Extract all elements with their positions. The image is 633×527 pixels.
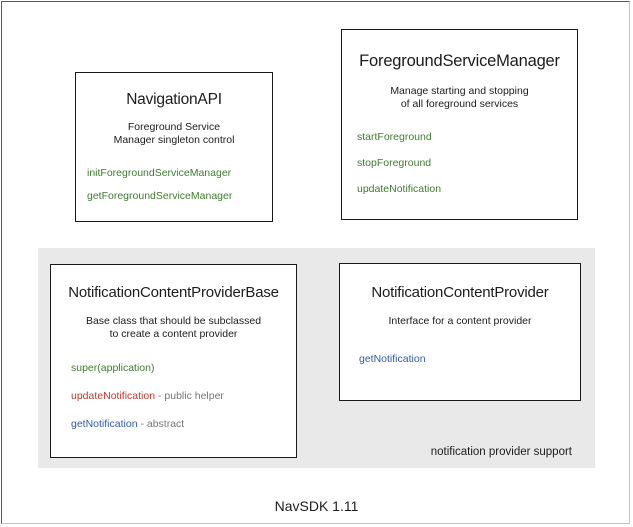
class-description-line: to create a content provider: [109, 328, 238, 340]
class-member[interactable]: getForegroundServiceManager: [87, 190, 272, 203]
class-member-label: updateNotification: [71, 390, 156, 402]
class-description-line: of all foreground services: [400, 98, 519, 110]
class-member[interactable]: updateNotification: [357, 183, 577, 196]
class-member[interactable]: startForeground: [357, 131, 577, 144]
class-member[interactable]: initForegroundServiceManager: [87, 167, 272, 180]
class-description-notification-content-provider: Interface for a content provider: [340, 315, 580, 328]
class-members-foreground-service-manager: startForeground stopForeground updateNot…: [342, 131, 577, 196]
class-title-foreground-service-manager: ForegroundServiceManager: [359, 52, 560, 70]
class-box-notification-content-provider[interactable]: NotificationContentProvider Interface fo…: [339, 263, 581, 401]
class-description-line: Interface for a content provider: [388, 315, 532, 327]
class-description-notification-content-provider-base: Base class that should be subclassed to …: [51, 315, 296, 341]
class-box-notification-content-provider-base[interactable]: NotificationContentProviderBase Base cla…: [50, 264, 297, 458]
class-member[interactable]: super(application): [71, 362, 296, 375]
class-member[interactable]: getNotification: [359, 353, 580, 366]
class-member-label: getNotification: [359, 353, 426, 365]
class-member-label: stopForeground: [357, 157, 432, 169]
class-description-line: Base class that should be subclassed: [85, 315, 262, 327]
class-members-notification-content-provider: getNotification: [340, 353, 580, 366]
class-description-line: Manager singleton control: [113, 134, 235, 146]
class-description-line: Foreground Service: [127, 121, 221, 133]
class-box-foreground-service-manager[interactable]: ForegroundServiceManager Manage starting…: [341, 29, 578, 220]
class-members-notification-content-provider-base: super(application) updateNotification - …: [51, 362, 296, 431]
class-member[interactable]: updateNotification - public helper: [71, 390, 296, 403]
class-member-label: startForeground: [357, 131, 432, 143]
class-member-label: initForegroundServiceManager: [87, 167, 232, 179]
class-description-navigation-api: Foreground Service Manager singleton con…: [76, 121, 272, 147]
class-box-navigation-api[interactable]: NavigationAPI Foreground Service Manager…: [75, 72, 273, 222]
class-member-note: - abstract: [137, 418, 185, 430]
class-member-label: updateNotification: [357, 183, 442, 195]
class-member[interactable]: getNotification - abstract: [71, 418, 296, 431]
class-member-label: super(application): [71, 362, 155, 374]
class-members-navigation-api: initForegroundServiceManager getForegrou…: [76, 167, 272, 203]
class-title-notification-content-provider-base: NotificationContentProviderBase: [68, 284, 279, 301]
group-label: notification provider support: [430, 446, 572, 458]
class-member[interactable]: stopForeground: [357, 157, 577, 170]
class-title-navigation-api: NavigationAPI: [126, 91, 222, 108]
diagram-caption: NavSDK 1.11: [274, 498, 359, 514]
class-title-notification-content-provider: NotificationContentProvider: [371, 284, 549, 301]
class-member-label: getNotification: [71, 418, 138, 430]
class-description-foreground-service-manager: Manage starting and stopping of all fore…: [342, 85, 577, 111]
class-description-line: Manage starting and stopping: [390, 85, 529, 97]
class-member-note: - public helper: [155, 390, 224, 402]
class-member-label: getForegroundServiceManager: [87, 190, 233, 202]
